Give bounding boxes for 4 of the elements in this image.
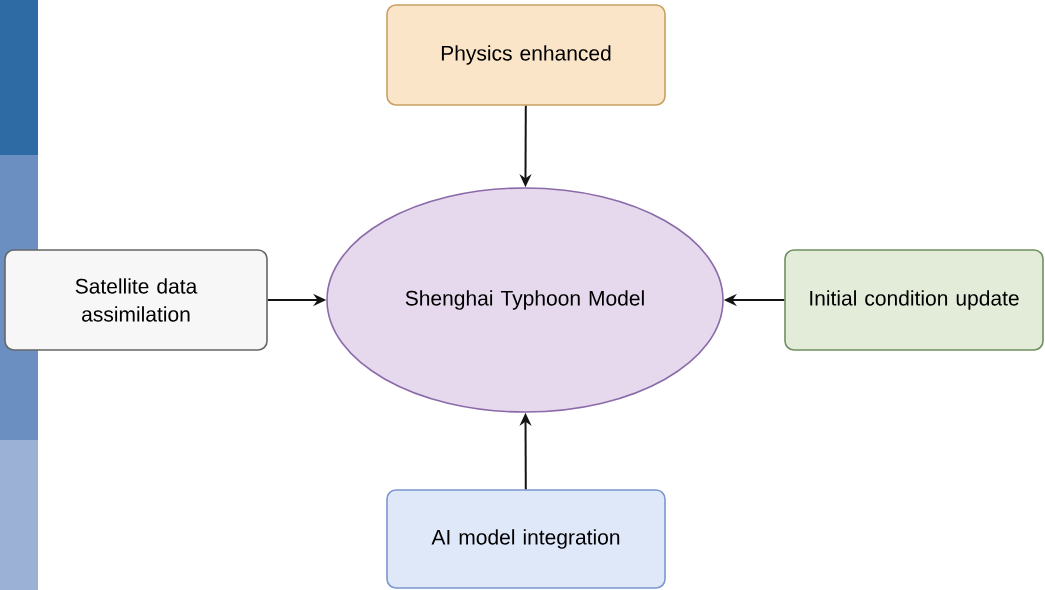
process-box: Satellite data assimilation [4, 249, 268, 351]
process-box: Initial condition update [784, 249, 1044, 351]
process-box: Physics enhanced [386, 4, 666, 106]
process-box: AI model integration [386, 489, 666, 589]
